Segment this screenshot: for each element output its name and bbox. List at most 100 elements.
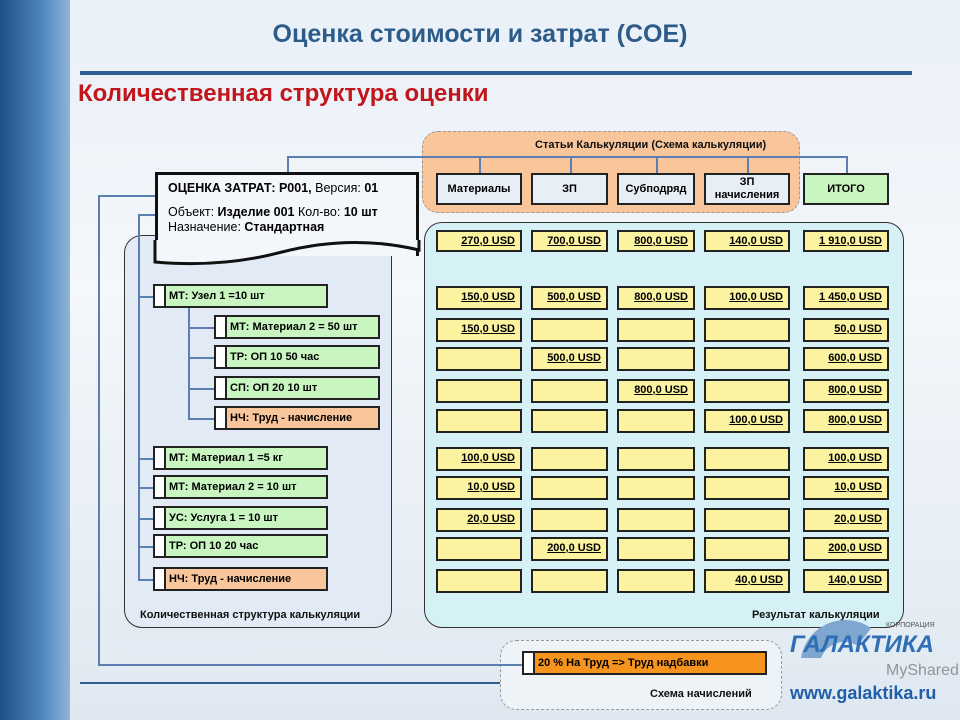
connector bbox=[188, 418, 214, 420]
structure-item-label: НЧ: Труд - начисление bbox=[169, 573, 292, 585]
result-cell bbox=[531, 409, 608, 433]
result-cell: 600,0 USD bbox=[803, 347, 889, 371]
connector bbox=[98, 195, 100, 665]
result-cell bbox=[704, 347, 790, 371]
result-cell bbox=[436, 347, 522, 371]
result-cell bbox=[436, 409, 522, 433]
accrual-scheme-item[interactable]: 20 % На Труд => Труд надбавки bbox=[522, 651, 767, 675]
result-cell: 100,0 USD bbox=[704, 286, 790, 310]
column-header: Субподряд bbox=[617, 173, 695, 205]
connector bbox=[569, 156, 572, 173]
structure-item-label: УС: Услуга 1 = 10 шт bbox=[169, 512, 278, 524]
connector bbox=[138, 458, 153, 460]
version-value: 01 bbox=[364, 181, 379, 195]
result-cell: 500,0 USD bbox=[531, 347, 608, 371]
result-cell bbox=[704, 508, 790, 532]
estimate-id: ОЦЕНКА ЗАТРАТ: P001, bbox=[168, 181, 312, 195]
column-header: Материалы bbox=[436, 173, 522, 205]
connector bbox=[138, 296, 153, 298]
connector bbox=[188, 388, 214, 390]
structure-item-label: ТР: ОП 10 20 час bbox=[169, 540, 259, 552]
structure-item[interactable]: МТ: Материал 2 = 50 шт bbox=[214, 315, 380, 339]
connector bbox=[656, 156, 658, 173]
version-label: Версия: bbox=[311, 181, 365, 195]
result-cell: 140,0 USD bbox=[704, 230, 790, 252]
result-cell bbox=[617, 508, 695, 532]
result-cell bbox=[704, 318, 790, 342]
slide-title: Оценка стоимости и затрат (COE) bbox=[272, 20, 688, 48]
result-cell: 1 450,0 USD bbox=[803, 286, 889, 310]
connector bbox=[138, 487, 153, 489]
connector bbox=[98, 664, 522, 666]
slide-subtitle: Количественная структура оценки bbox=[78, 80, 489, 107]
result-cell bbox=[531, 569, 608, 593]
logo-url[interactable]: www.galaktika.ru bbox=[790, 683, 937, 703]
qty-value: 10 шт bbox=[343, 205, 378, 219]
structure-item-label: МТ: Материал 2 = 10 шт bbox=[169, 481, 297, 493]
purpose-value: Стандартная bbox=[244, 220, 325, 234]
purpose-label: Назначение: bbox=[168, 220, 245, 234]
result-cell: 150,0 USD bbox=[436, 286, 522, 310]
connector bbox=[138, 546, 153, 548]
document-wave-edge bbox=[153, 240, 421, 266]
result-cell bbox=[704, 476, 790, 500]
structure-item[interactable]: ТР: ОП 10 50 час bbox=[214, 345, 380, 369]
connector bbox=[846, 156, 848, 173]
column-header: ЗП начисления bbox=[704, 173, 790, 205]
title-divider bbox=[80, 71, 912, 75]
structure-item[interactable]: МТ: Материал 2 = 10 шт bbox=[153, 475, 328, 499]
result-cell bbox=[617, 476, 695, 500]
result-cell: 140,0 USD bbox=[803, 569, 889, 593]
connector bbox=[188, 357, 214, 359]
result-cell bbox=[704, 537, 790, 561]
structure-item-label: МТ: Материал 1 =5 кг bbox=[169, 452, 283, 464]
structure-item-label: ТР: ОП 10 50 час bbox=[230, 351, 320, 363]
result-cell bbox=[436, 537, 522, 561]
result-cell: 100,0 USD bbox=[803, 447, 889, 471]
result-cell bbox=[436, 379, 522, 403]
result-cell: 10,0 USD bbox=[803, 476, 889, 500]
result-cell: 800,0 USD bbox=[803, 409, 889, 433]
structure-item[interactable]: МТ: Узел 1 =10 шт bbox=[153, 284, 328, 308]
structure-item-label: НЧ: Труд - начисление bbox=[230, 412, 353, 424]
result-cell: 40,0 USD bbox=[704, 569, 790, 593]
result-cell bbox=[531, 318, 608, 342]
bottom-rule bbox=[80, 682, 500, 684]
result-cell: 20,0 USD bbox=[436, 508, 522, 532]
result-cell bbox=[531, 379, 608, 403]
result-cell bbox=[617, 447, 695, 471]
structure-item-label: СП: ОП 20 10 шт bbox=[230, 382, 318, 394]
object-label: Объект: bbox=[168, 205, 218, 219]
structure-item[interactable]: СП: ОП 20 10 шт bbox=[214, 376, 380, 400]
result-cell bbox=[617, 318, 695, 342]
result-cell: 700,0 USD bbox=[531, 230, 608, 252]
accrual-scheme-caption: Схема начислений bbox=[650, 688, 752, 700]
result-cell: 270,0 USD bbox=[436, 230, 522, 252]
calc-articles-caption: Статьи Калькуляции (Схема калькуляции) bbox=[535, 139, 767, 151]
structure-item[interactable]: НЧ: Труд - начисление bbox=[214, 406, 380, 430]
structure-item[interactable]: ТР: ОП 10 20 час bbox=[153, 534, 328, 558]
result-cell: 100,0 USD bbox=[436, 447, 522, 471]
structure-item[interactable]: НЧ: Труд - начисление bbox=[153, 567, 328, 591]
result-cell: 500,0 USD bbox=[531, 286, 608, 310]
result-cell bbox=[617, 569, 695, 593]
result-cell bbox=[531, 476, 608, 500]
result-cell bbox=[617, 347, 695, 371]
watermark: MyShared bbox=[886, 662, 959, 679]
result-cell: 800,0 USD bbox=[803, 379, 889, 403]
quantity-structure-caption: Количественная структура калькуляции bbox=[140, 609, 361, 621]
result-cell: 200,0 USD bbox=[531, 537, 608, 561]
connector bbox=[479, 156, 481, 173]
structure-item-label: МТ: Материал 2 = 50 шт bbox=[230, 321, 358, 333]
connector bbox=[287, 156, 289, 174]
structure-item[interactable]: УС: Услуга 1 = 10 шт bbox=[153, 506, 328, 530]
result-cell: 50,0 USD bbox=[803, 318, 889, 342]
logo-arc-icon bbox=[801, 620, 871, 658]
column-header: ЗП bbox=[531, 173, 608, 205]
result-cell: 100,0 USD bbox=[704, 409, 790, 433]
structure-item[interactable]: МТ: Материал 1 =5 кг bbox=[153, 446, 328, 470]
structure-item-label: МТ: Узел 1 =10 шт bbox=[169, 290, 265, 302]
column-header: ИТОГО bbox=[803, 173, 889, 205]
connector bbox=[138, 214, 140, 580]
result-cell bbox=[704, 447, 790, 471]
